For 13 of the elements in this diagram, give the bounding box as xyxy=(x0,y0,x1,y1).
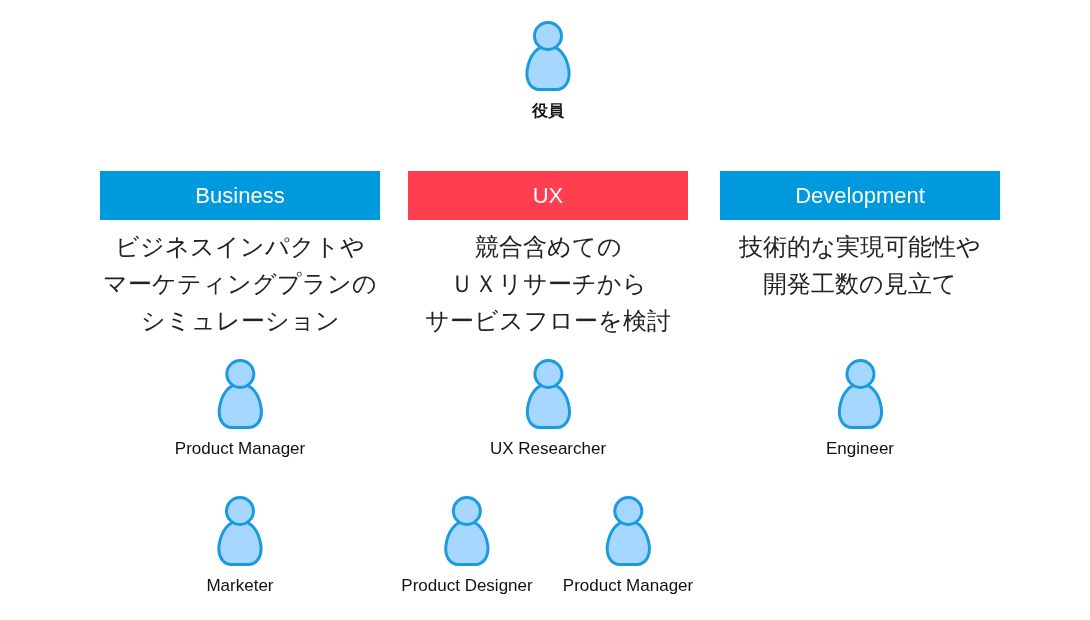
description-text: 技術的な実現可能性や開発工数の見立て xyxy=(739,232,981,299)
description-text: ビジネスインパクトやマーケティングプランのシミュレーション xyxy=(103,232,377,336)
role-label: Product Designer xyxy=(401,576,533,596)
role-label: 役員 xyxy=(532,101,564,121)
role-label: Marketer xyxy=(206,576,274,596)
header-bar: Business xyxy=(100,171,380,220)
role-label: UX Researcher xyxy=(489,439,607,459)
role-label: Product Manager xyxy=(174,439,306,459)
header-bar: Development xyxy=(720,171,1000,220)
description-text: 競合含めてのＵＸリサーチからサービスフローを検討 xyxy=(425,232,671,336)
header-bar: UX xyxy=(408,171,688,220)
role-label: Product Manager xyxy=(562,576,694,596)
role-label: Engineer xyxy=(825,439,895,459)
